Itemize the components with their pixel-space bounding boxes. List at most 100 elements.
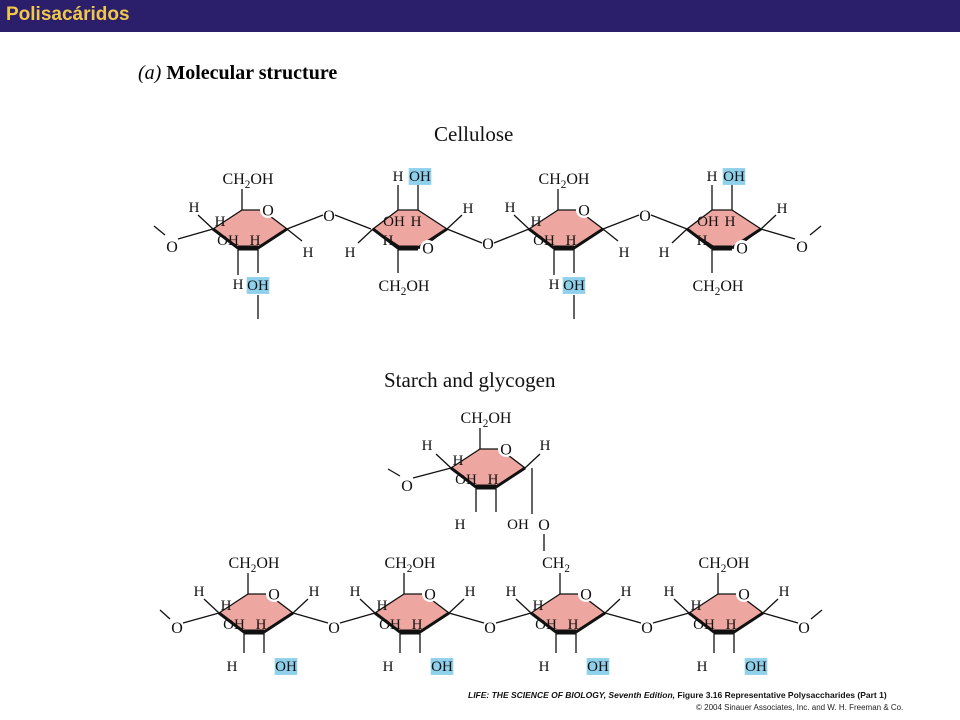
c4-h-inner: H	[531, 214, 542, 230]
c4-h-outer: H	[345, 245, 356, 261]
c3-h-outer: H	[227, 659, 238, 675]
ring-oxygen-bg	[576, 202, 592, 218]
glycosidic-oxygen: O	[323, 208, 335, 225]
oh-highlight	[430, 658, 454, 675]
c4-h-inner: H	[453, 453, 464, 469]
ring-oxygen: O	[738, 587, 750, 604]
c4-h-inner: H	[383, 233, 394, 249]
bond-line	[762, 612, 799, 624]
glycosidic-oxygen: O	[484, 620, 496, 637]
c3-h-outer: H	[233, 277, 244, 293]
c3-oh-inner: OH	[533, 233, 555, 249]
figure-part-heading: (a) Molecular structure	[138, 62, 337, 85]
ring-front-bond	[528, 227, 555, 250]
ring-layer	[211, 209, 765, 635]
c3-h-outer: H	[539, 659, 550, 675]
c4-h-outer: H	[422, 438, 433, 454]
ring-oxygen-bg	[420, 240, 436, 256]
bond-line	[387, 468, 401, 477]
bond-line	[159, 609, 171, 620]
credit-plain: Figure 3.16 Representative Polysaccharid…	[675, 690, 887, 700]
ch2oh-group: CH2OH	[699, 555, 750, 575]
ring-front-bond	[686, 227, 713, 250]
bond-line	[604, 598, 621, 614]
bond-line	[513, 214, 530, 230]
c4-h-inner: H	[215, 214, 226, 230]
c3-h-outer: H	[697, 659, 708, 675]
c1-h-outer: H	[540, 438, 551, 454]
bond-line	[435, 453, 452, 469]
bond-line	[760, 214, 777, 230]
ring-oxygen-bg	[734, 240, 750, 256]
c2-h-inner: H	[250, 233, 261, 249]
figure-credit: LIFE: THE SCIENCE OF BIOLOGY, Seventh Ed…	[468, 690, 887, 700]
ring-oxygen: O	[580, 587, 592, 604]
c3-h-outer: H	[455, 517, 466, 533]
bond-line	[495, 612, 532, 624]
ring-oxygen: O	[736, 241, 748, 258]
ring-oxygen: O	[262, 203, 274, 220]
ring-oxygen-bg	[578, 586, 594, 602]
ring-front-bond	[257, 227, 288, 250]
oh-highlight	[408, 168, 432, 185]
ring-front-bond	[573, 227, 604, 250]
copyright-line: © 2004 Sinauer Associates, Inc. and W. H…	[696, 703, 904, 712]
oh-highlight	[246, 277, 270, 294]
credit-italic: LIFE: THE SCIENCE OF BIOLOGY, Seventh Ed…	[468, 690, 676, 700]
bond-line	[359, 598, 376, 614]
bond-line	[650, 214, 688, 230]
starch-title: Starch and glycogen	[384, 368, 556, 392]
c3-oh-inner: OH	[455, 472, 477, 488]
c4-h-outer: H	[506, 584, 517, 600]
bond-line	[182, 612, 220, 624]
c2-h-inner: H	[566, 233, 577, 249]
c1-h-outer: H	[777, 201, 788, 217]
oh-highlight	[586, 658, 610, 675]
c2-oh: OH	[507, 517, 529, 533]
bond-line	[357, 228, 374, 244]
part-letter: (a)	[138, 62, 162, 84]
ring-oxygen-bg	[266, 586, 282, 602]
c1-h-outer: H	[303, 245, 314, 261]
c4-h-outer: H	[659, 245, 670, 261]
glycosidic-oxygen: O	[639, 208, 651, 225]
slide-title: Polisacáridos	[6, 4, 130, 25]
ring-front-bond	[419, 611, 450, 634]
c4-h-inner: H	[697, 233, 708, 249]
ch2oh-group: CH2OH	[223, 171, 274, 191]
c3-h-outer: H	[393, 169, 404, 185]
c2-oh-highlight: OH	[723, 169, 745, 185]
c3-oh-inner: OH	[693, 617, 715, 633]
ring-oxygen: O	[422, 241, 434, 258]
oh-highlight	[722, 168, 746, 185]
c4-h-inner: H	[691, 598, 702, 614]
c3-oh-inner: OH	[535, 617, 557, 633]
c2-h-inner: H	[411, 214, 422, 230]
chain-end-oxygen: O	[796, 239, 808, 256]
c3-oh-inner: OH	[379, 617, 401, 633]
ch2oh-group: CH2OH	[229, 555, 280, 575]
oh-highlight	[274, 658, 298, 675]
c3-oh-inner: OH	[223, 617, 245, 633]
ring-front-bond	[733, 611, 764, 634]
bond-line	[339, 612, 376, 624]
c1-h-outer: H	[465, 584, 476, 600]
ch2oh-group: CH2OH	[385, 555, 436, 575]
bond-line	[760, 228, 796, 240]
ring-oxygen-bg	[736, 586, 752, 602]
ch2oh-group: CH2OH	[693, 278, 744, 298]
c4-h-outer: H	[189, 200, 200, 216]
c4-h-outer: H	[194, 584, 205, 600]
bond-line	[602, 228, 619, 242]
chain-end-oxygen: O	[171, 620, 183, 637]
bond-line	[524, 453, 541, 469]
bond-line	[203, 598, 220, 614]
c2-oh-highlight: OH	[745, 659, 767, 675]
bond-line	[446, 214, 463, 230]
bond-line	[493, 228, 530, 244]
oh-highlight	[562, 277, 586, 294]
part-title: Molecular structure	[166, 62, 338, 84]
ch2-group: CH2	[542, 555, 570, 575]
c3-h-outer: H	[549, 277, 560, 293]
